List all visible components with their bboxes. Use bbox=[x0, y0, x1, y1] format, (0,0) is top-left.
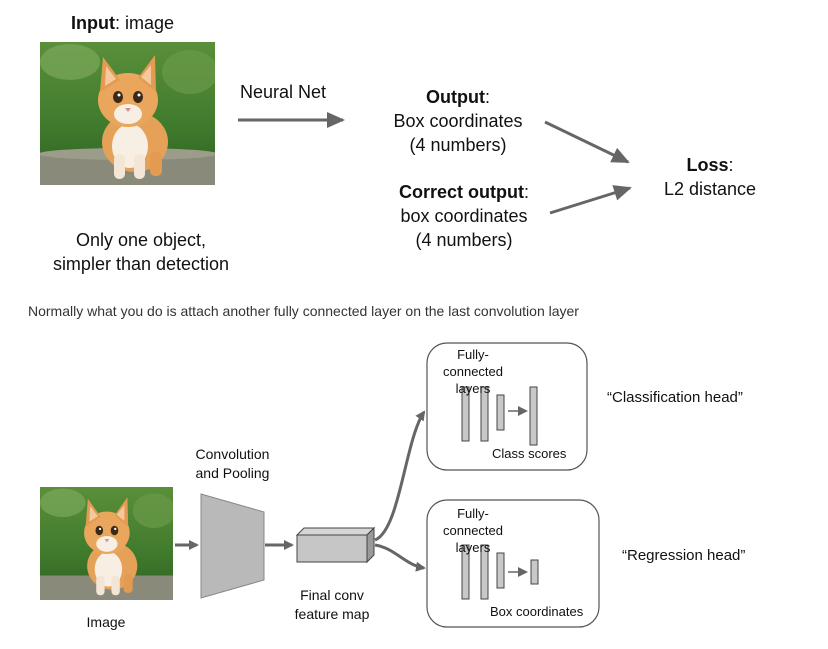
kitten-image bbox=[40, 42, 215, 185]
conv-label-line2: and Pooling bbox=[195, 465, 270, 481]
output-block: Output: Box coordinates (4 numbers) bbox=[370, 85, 546, 157]
correct-output-line2: (4 numbers) bbox=[415, 230, 513, 250]
head1-title-line2: layers bbox=[455, 381, 491, 396]
reg-layer-1 bbox=[461, 544, 470, 600]
input-label-rest: : image bbox=[114, 13, 175, 33]
reg-layer-3 bbox=[496, 552, 505, 589]
note-text: Normally what you do is attach another f… bbox=[28, 303, 579, 319]
input-label: Input: image bbox=[71, 11, 174, 35]
class-layer-4 bbox=[529, 386, 538, 446]
output-line1: Box coordinates bbox=[393, 111, 523, 131]
output-line2: (4 numbers) bbox=[409, 135, 507, 155]
caption-line1: Only one object, bbox=[75, 230, 207, 250]
conv-pooling-trapezoid bbox=[200, 493, 265, 599]
output-colon: : bbox=[484, 87, 490, 107]
loss-title: Loss bbox=[686, 155, 729, 175]
feature-to-classification-arrow bbox=[374, 410, 426, 542]
output-title: Output bbox=[426, 87, 485, 107]
caption-line2: simpler than detection bbox=[52, 254, 230, 274]
feature-map-label-line2: feature map bbox=[294, 606, 370, 622]
loss-line1: L2 distance bbox=[663, 179, 757, 199]
head1-bottom-label: Class scores bbox=[492, 446, 567, 461]
regression-head-quote: “Regression head” bbox=[622, 547, 746, 564]
reg-layer-2 bbox=[480, 544, 489, 600]
reg-layer-4 bbox=[530, 559, 539, 585]
caption-block: Only one object, simpler than detection bbox=[30, 228, 252, 276]
head2-bottom-label: Box coordinates bbox=[490, 604, 584, 619]
head2-title-line2: layers bbox=[455, 540, 491, 555]
head2-title: Fully-connected layers bbox=[430, 505, 516, 556]
image-label: Image bbox=[86, 614, 126, 630]
feature-map-label-line1: Final conv bbox=[300, 587, 364, 603]
output-to-loss-arrow bbox=[544, 120, 630, 164]
feature-map-label: Final conv feature map bbox=[282, 586, 382, 624]
correct-output-title: Correct output bbox=[398, 182, 524, 202]
head1-title: Fully-connected layers bbox=[430, 346, 516, 397]
feature-to-regression-arrow bbox=[374, 543, 426, 572]
correct-output-block: Correct output: box coordinates (4 numbe… bbox=[376, 180, 552, 252]
correct-to-loss-arrow bbox=[549, 185, 632, 215]
classification-head-quote: “Classification head” bbox=[607, 389, 743, 406]
class-layer-1 bbox=[461, 386, 470, 442]
input-label-bold: Input bbox=[71, 13, 115, 33]
regression-head-box bbox=[426, 499, 600, 628]
feature-map-box bbox=[295, 526, 376, 564]
head2-title-line1: Fully-connected bbox=[443, 506, 503, 538]
class-layer-3 bbox=[496, 394, 505, 431]
conv-label-line1: Convolution bbox=[195, 446, 270, 462]
class-layer-2 bbox=[480, 386, 489, 442]
loss-colon: : bbox=[728, 155, 734, 175]
kitten-image-small bbox=[40, 487, 173, 600]
conv-label: Convolution and Pooling bbox=[180, 445, 285, 483]
neural-net-label: Neural Net bbox=[240, 82, 327, 102]
correct-output-line1: box coordinates bbox=[400, 206, 528, 226]
head1-title-line1: Fully-connected bbox=[443, 347, 503, 379]
loss-block: Loss: L2 distance bbox=[640, 153, 780, 201]
correct-output-colon: : bbox=[523, 182, 529, 202]
